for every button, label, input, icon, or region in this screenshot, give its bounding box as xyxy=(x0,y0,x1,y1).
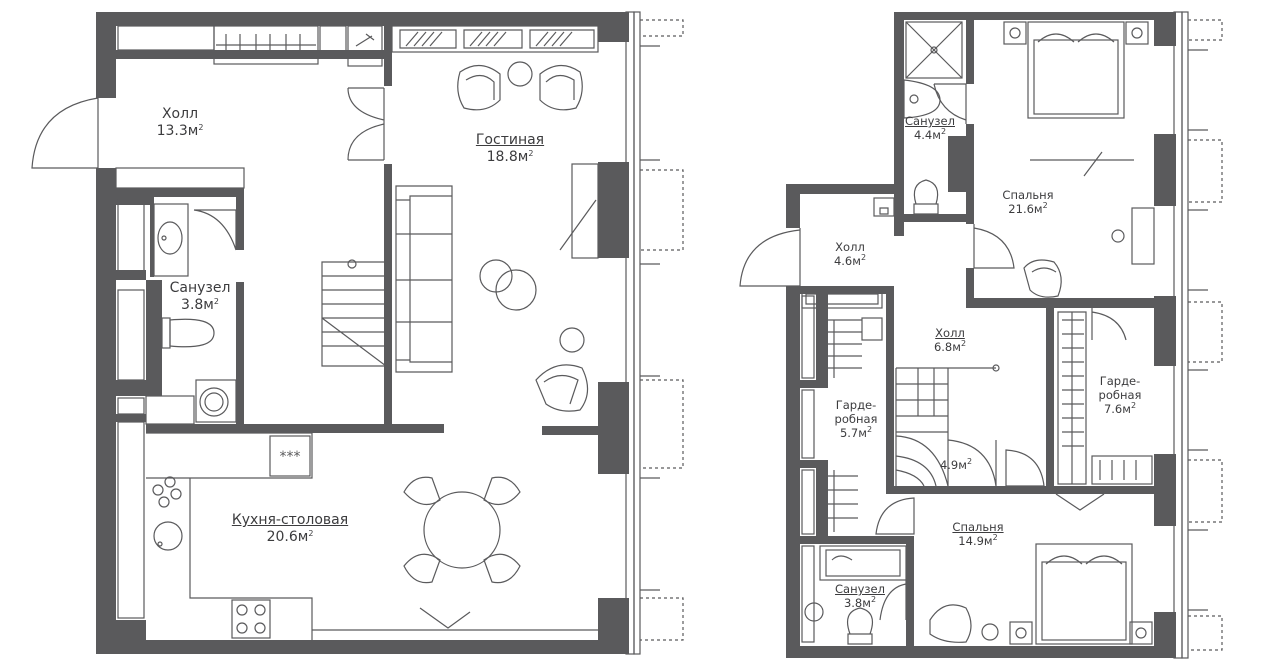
room-area: 4.9м2 xyxy=(939,457,973,473)
room-name: Гарде- робная xyxy=(834,398,878,426)
room-label-hall-1: Холл 4.6м2 xyxy=(834,240,866,268)
room-label-hall-2: Холл 6.8м2 xyxy=(934,326,966,354)
room-area: 6.8м2 xyxy=(933,339,967,355)
room-name: Гостиная xyxy=(475,132,545,148)
room-label-wardrobe-2: Гарде- робная 7.6м2 xyxy=(1099,374,1142,416)
svg-text:***: *** xyxy=(280,449,301,465)
room-name: Холл xyxy=(935,326,965,340)
room-name: Спальня xyxy=(952,520,1004,534)
room-label-bathroom: Санузел 3.8м2 xyxy=(170,280,231,314)
floor-2 xyxy=(739,11,1223,659)
room-name: Кухня-столовая xyxy=(231,512,349,528)
room-area: 14.9м2 xyxy=(958,533,998,549)
room-label-bathroom-2: Санузел 3.8м2 xyxy=(835,582,885,610)
room-name: Гарде- робная xyxy=(1098,374,1142,402)
room-area: 20.6м2 xyxy=(266,529,314,545)
room-label-bedroom-1: Спальня 21.6м2 xyxy=(1002,188,1053,216)
room-name: Санузел xyxy=(835,582,885,596)
room-label-living: Гостиная 18.8м2 xyxy=(476,132,544,166)
room-label-bathroom-1: Санузел 4.4м2 xyxy=(905,114,955,142)
room-area: 7.6м2 xyxy=(1103,401,1137,417)
room-area: 21.6м2 xyxy=(1008,201,1048,217)
room-area: 3.8м2 xyxy=(843,595,877,611)
room-area: 5.7м2 xyxy=(839,425,873,441)
room-label-bedroom-2: Спальня 14.9м2 xyxy=(952,520,1003,548)
room-area: 18.8м2 xyxy=(486,149,534,165)
room-label-kitchen-dining: Кухня-столовая 20.6м2 xyxy=(232,512,348,546)
room-name: Спальня xyxy=(1002,188,1054,202)
room-label-wardrobe-1: Гарде- робная 5.7м2 xyxy=(835,398,878,440)
room-label-stair: 4.9м2 xyxy=(939,457,973,473)
room-name: Санузел xyxy=(169,280,231,296)
room-area: 4.6м2 xyxy=(833,253,867,269)
floor-1: *** xyxy=(31,11,684,655)
room-name: Холл xyxy=(835,240,865,254)
room-area: 4.4м2 xyxy=(913,127,947,143)
room-label-hall: Холл 13.3м2 xyxy=(157,106,204,140)
room-area: 3.8м2 xyxy=(181,297,219,313)
room-name: Санузел xyxy=(905,114,955,128)
room-name: Холл xyxy=(161,106,199,122)
room-area: 13.3м2 xyxy=(156,123,204,139)
